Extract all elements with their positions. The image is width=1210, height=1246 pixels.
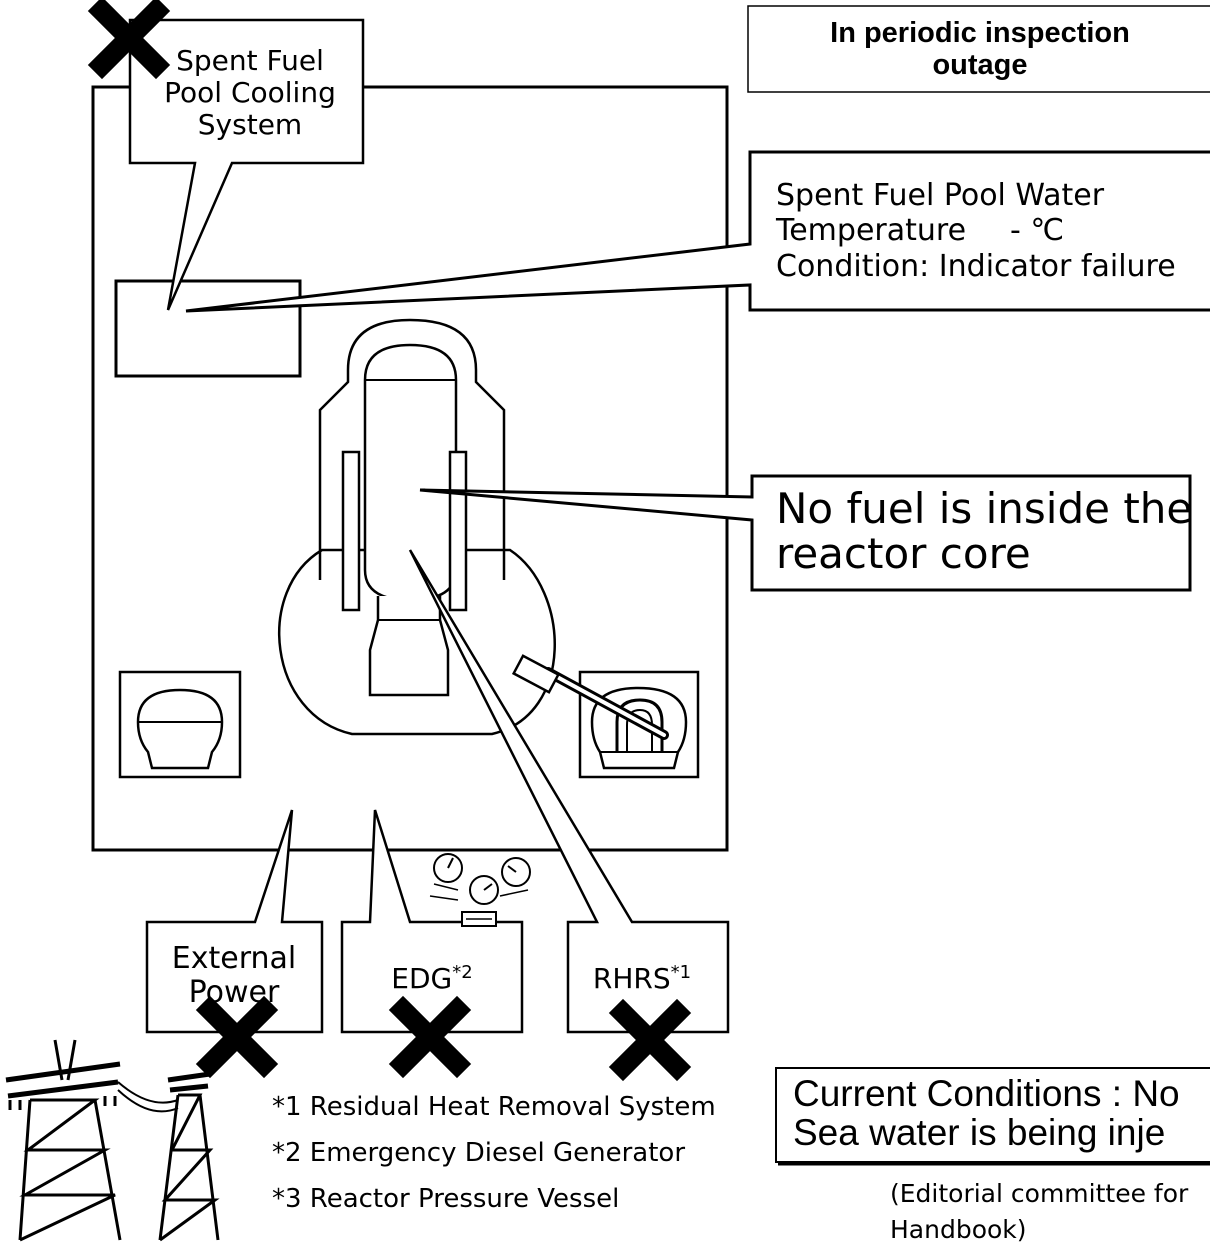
status-text-line2: outage [932,49,1027,81]
spf-cooling-line3: System [198,108,302,141]
rhrs-label: RHRS*1 [593,962,691,995]
footnote-2: *2 Emergency Diesel Generator [272,1138,685,1168]
reactor-callout-line2: reactor core [776,529,1031,578]
reactor-callout [419,474,1192,592]
spf-cooling-line2: Pool Cooling [164,76,336,109]
power-tower-icon [5,1039,220,1242]
gauge-icon [429,853,531,927]
spf-cooling-line1: Spent Fuel [176,44,324,77]
tank-equipment [118,670,242,779]
shield-left [341,450,361,612]
rhrs-sup: *1 [671,962,691,983]
pool-water-line3: Condition: Indicator failure [776,249,1176,284]
spent-fuel-pool [114,279,302,378]
footnote-1: *1 Residual Heat Removal System [272,1092,716,1122]
current-conditions-line2: Sea water is being inje [793,1112,1165,1153]
pool-water-temp: - ℃ [1010,213,1064,248]
shield-right [448,450,468,612]
edg-sup: *2 [452,962,472,983]
spf-cooling-callout [128,18,365,311]
pedestal [368,596,450,697]
reactor-building [91,85,729,852]
footnote-3: *3 Reactor Pressure Vessel [272,1184,619,1214]
external-power-line1: External [172,941,296,976]
source-line1: (Editorial committee for [890,1179,1189,1208]
pool-water-callout [185,150,1210,313]
external-power-callout [145,809,324,1034]
status-text-line1: In periodic inspection [830,17,1130,49]
reactor-pressure-vessel [363,343,458,602]
status-box [747,5,1210,93]
rhrs-callout [408,549,730,1034]
reactor-callout-line1: No fuel is inside the [776,484,1192,533]
source-line2: Handbook) [890,1215,1027,1244]
pool-water-line1: Spent Fuel Pool Water [776,178,1105,213]
pump-equipment [511,654,700,779]
pool-water-line2: Temperature [775,213,966,248]
edg-label: EDG*2 [391,962,472,995]
containment-upper-outline [318,318,506,580]
current-conditions-box [775,1067,1210,1163]
current-conditions-line1: Current Conditions : No [793,1073,1180,1114]
